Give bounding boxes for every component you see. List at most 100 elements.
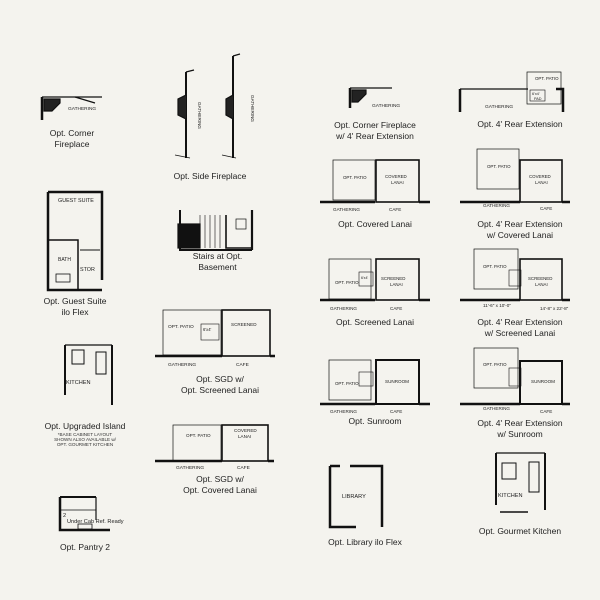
caption-line: w/ 4' Rear Extension bbox=[336, 130, 414, 141]
plan-rear-ext-sunroom: OPT. PATIO SUNROOM GATHERING CAFE bbox=[460, 347, 570, 414]
caption-rear-ext-sunroom: Opt. 4' Rear Extension w/ Sunroom bbox=[460, 418, 580, 439]
plan-label: CAFE bbox=[540, 409, 552, 414]
plan-label: CAFE bbox=[390, 409, 402, 414]
plan-label: GATHERING bbox=[250, 95, 255, 122]
plan-pantry-2: 2 Under Cab Ref. Ready bbox=[58, 496, 124, 532]
plan-label: OPT. PATIO bbox=[483, 362, 507, 367]
plan-label: GATHERING bbox=[485, 104, 513, 110]
plan-label: LANAI bbox=[391, 180, 404, 185]
plan-sgd-screened-lanai: OPT. PATIO 6'x4' SCREENED GATHERING CAFE bbox=[155, 309, 275, 368]
plan-label: LIBRARY bbox=[342, 494, 366, 500]
plan-side-fireplace: GATHERING GATHERING bbox=[174, 53, 255, 159]
caption-guest-suite: Opt. Guest Suite ilo Flex bbox=[35, 296, 115, 317]
plan-label: KITCHEN bbox=[66, 380, 91, 386]
caption-line: Opt. SGD w/ bbox=[196, 374, 244, 384]
plan-corner-fireplace-rear-ext: GATHERING bbox=[348, 87, 400, 109]
plan-sgd-covered-lanai: OPT. PATIO COVERED LANAI GATHERING CAFE bbox=[155, 424, 274, 471]
caption-line: Opt. Corner Fireplace bbox=[334, 120, 416, 130]
plan-rear-ext-covered-lanai: OPT. PATIO COVERED LANAI GATHERING CAFE bbox=[460, 148, 570, 211]
caption-line: Opt. Gourmet Kitchen bbox=[478, 526, 562, 536]
caption-line: Opt. Screened Lanai bbox=[336, 317, 414, 327]
plan-label: OPT. PATIO bbox=[335, 381, 359, 386]
plan-label: 11'-6" x 10'-0" bbox=[483, 303, 511, 308]
caption-rear-ext-screened-lanai: Opt. 4' Rear Extension w/ Screened Lanai bbox=[460, 317, 580, 338]
plan-gourmet-kitchen: KITCHEN bbox=[495, 452, 546, 513]
caption-line: Opt. Upgraded Island bbox=[44, 421, 126, 431]
caption-pantry-2: Opt. Pantry 2 bbox=[40, 542, 130, 553]
caption-line: w/ Screened Lanai bbox=[484, 327, 556, 338]
caption-screened-lanai: Opt. Screened Lanai bbox=[320, 317, 430, 328]
plan-label: OPT. PATIO bbox=[168, 324, 194, 330]
caption-sunroom: Opt. Sunroom bbox=[320, 416, 430, 427]
caption-note-line: OPT. GOURMET KITCHEN bbox=[56, 442, 114, 448]
plan-label: GATHERING bbox=[197, 102, 202, 129]
caption-line: ilo Flex bbox=[61, 306, 89, 317]
caption-sgd-covered-lanai: Opt. SGD w/ Opt. Covered Lanai bbox=[160, 474, 280, 495]
plan-label: GATHERING bbox=[330, 409, 357, 414]
plan-label: OPT. PATIO bbox=[483, 264, 507, 269]
plan-corner-fireplace: GATHERING bbox=[40, 96, 102, 120]
plan-label: GUEST SUITE bbox=[58, 198, 94, 204]
caption-note-line: SHOWN ALSO AVAILABLE w/ bbox=[54, 436, 116, 442]
caption-corner-fireplace: Opt. Corner Fireplace bbox=[32, 128, 112, 149]
caption-line: Fireplace bbox=[54, 138, 90, 149]
caption-line: Opt. 4' Rear Extension bbox=[477, 219, 563, 229]
caption-side-fireplace: Opt. Side Fireplace bbox=[160, 171, 260, 182]
plan-label: LANAI bbox=[535, 282, 548, 287]
plan-label: OPT. PATIO bbox=[343, 175, 367, 180]
plan-label: SCREENED bbox=[231, 322, 257, 327]
plan-label: BATH bbox=[58, 257, 71, 263]
plan-label: OPT. PATIO bbox=[487, 164, 511, 169]
caption-line: Opt. Screened Lanai bbox=[181, 384, 259, 395]
plan-label: 6'x4' bbox=[203, 327, 212, 332]
plan-label: GATHERING bbox=[330, 306, 357, 311]
plan-label: COVERED bbox=[234, 428, 257, 433]
plan-guest-suite: GUEST SUITE BATH STOR bbox=[46, 190, 104, 292]
caption-line: Opt. Covered Lanai bbox=[183, 484, 257, 495]
caption-upgraded-island: Opt. Upgraded Island *BASE CABINET LAYOU… bbox=[30, 421, 140, 448]
caption-rear-extension: Opt. 4' Rear Extension bbox=[465, 119, 575, 130]
plan-sunroom: OPT. PATIO SUNROOM GATHERING CAFE bbox=[320, 359, 430, 414]
caption-line: Opt. 4' Rear Extension bbox=[477, 418, 563, 428]
plan-rear-extension: OPT. PATIO 6'x4' PAD GATHERING bbox=[458, 71, 565, 112]
plan-label: CAFE bbox=[390, 306, 402, 311]
plan-label: CAFE bbox=[540, 206, 552, 211]
caption-line: w/ Covered Lanai bbox=[486, 229, 554, 240]
plan-label: GATHERING bbox=[176, 465, 204, 471]
plan-label: 14'-8" x 22'-8" bbox=[540, 306, 569, 311]
caption-line: Stairs at Opt. bbox=[192, 251, 243, 261]
plan-label: GATHERING bbox=[68, 106, 96, 112]
caption-line: Opt. Sunroom bbox=[348, 416, 402, 426]
caption-line: Opt. Guest Suite bbox=[43, 296, 107, 306]
plan-label: OPT. PATIO bbox=[335, 280, 359, 285]
plan-label: OPT. PATIO bbox=[186, 433, 211, 438]
plan-label: GATHERING bbox=[483, 203, 510, 208]
plan-label: OPT. PATIO bbox=[535, 76, 559, 81]
plan-label: CAFE bbox=[236, 362, 249, 368]
plan-label: 2 bbox=[63, 513, 66, 519]
caption-line: Opt. 4' Rear Extension bbox=[477, 119, 563, 129]
plan-label: GATHERING bbox=[372, 103, 400, 109]
plan-label: SCREENED bbox=[381, 276, 405, 281]
plan-stairs-basement bbox=[177, 210, 254, 251]
caption-line: Opt. Covered Lanai bbox=[338, 219, 412, 229]
plan-label: GATHERING bbox=[333, 207, 360, 212]
plan-label: PAD bbox=[534, 97, 542, 101]
caption-line: Opt. Pantry 2 bbox=[59, 542, 111, 552]
caption-line: Opt. Side Fireplace bbox=[173, 171, 247, 181]
caption-line: Opt. Library ilo Flex bbox=[328, 537, 402, 547]
caption-gourmet-kitchen: Opt. Gourmet Kitchen bbox=[460, 526, 580, 537]
caption-stairs-basement: Stairs at Opt. Basement bbox=[180, 251, 255, 272]
plan-label: GATHERING bbox=[483, 406, 510, 411]
plan-label: CAFE bbox=[389, 207, 401, 212]
plan-label: LANAI bbox=[535, 180, 548, 185]
plan-label: SCREENED bbox=[528, 276, 552, 281]
caption-sgd-screened-lanai: Opt. SGD w/ Opt. Screened Lanai bbox=[160, 374, 280, 395]
plan-upgraded-island: KITCHEN bbox=[64, 344, 113, 405]
caption-covered-lanai: Opt. Covered Lanai bbox=[320, 219, 430, 230]
plan-label: 6'x4' bbox=[361, 276, 368, 280]
plan-label: KITCHEN bbox=[498, 493, 523, 499]
plan-label: SUNROOM bbox=[531, 379, 555, 384]
caption-line: Opt. SGD w/ bbox=[196, 474, 244, 484]
